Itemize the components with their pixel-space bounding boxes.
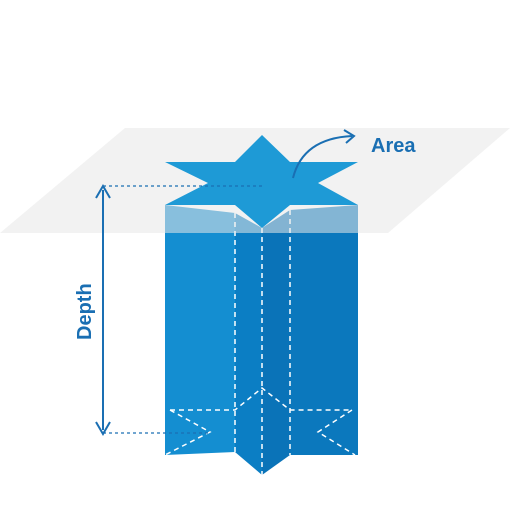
bottom-star-outline <box>164 409 212 456</box>
bottom-star-outline-right <box>316 409 356 456</box>
prism-face-inner-left <box>235 213 262 475</box>
star-prism <box>164 205 358 475</box>
prism-face-right <box>290 205 358 455</box>
depth-label: Depth <box>74 283 96 340</box>
area-label: Area <box>371 135 416 157</box>
bottom-star-outline-center <box>170 387 352 411</box>
prism-face-inner-right <box>262 210 290 475</box>
area-arrow <box>292 129 356 179</box>
prism-face-left <box>165 205 235 455</box>
depth-arrow <box>95 184 111 436</box>
star-cross-section <box>165 135 358 228</box>
